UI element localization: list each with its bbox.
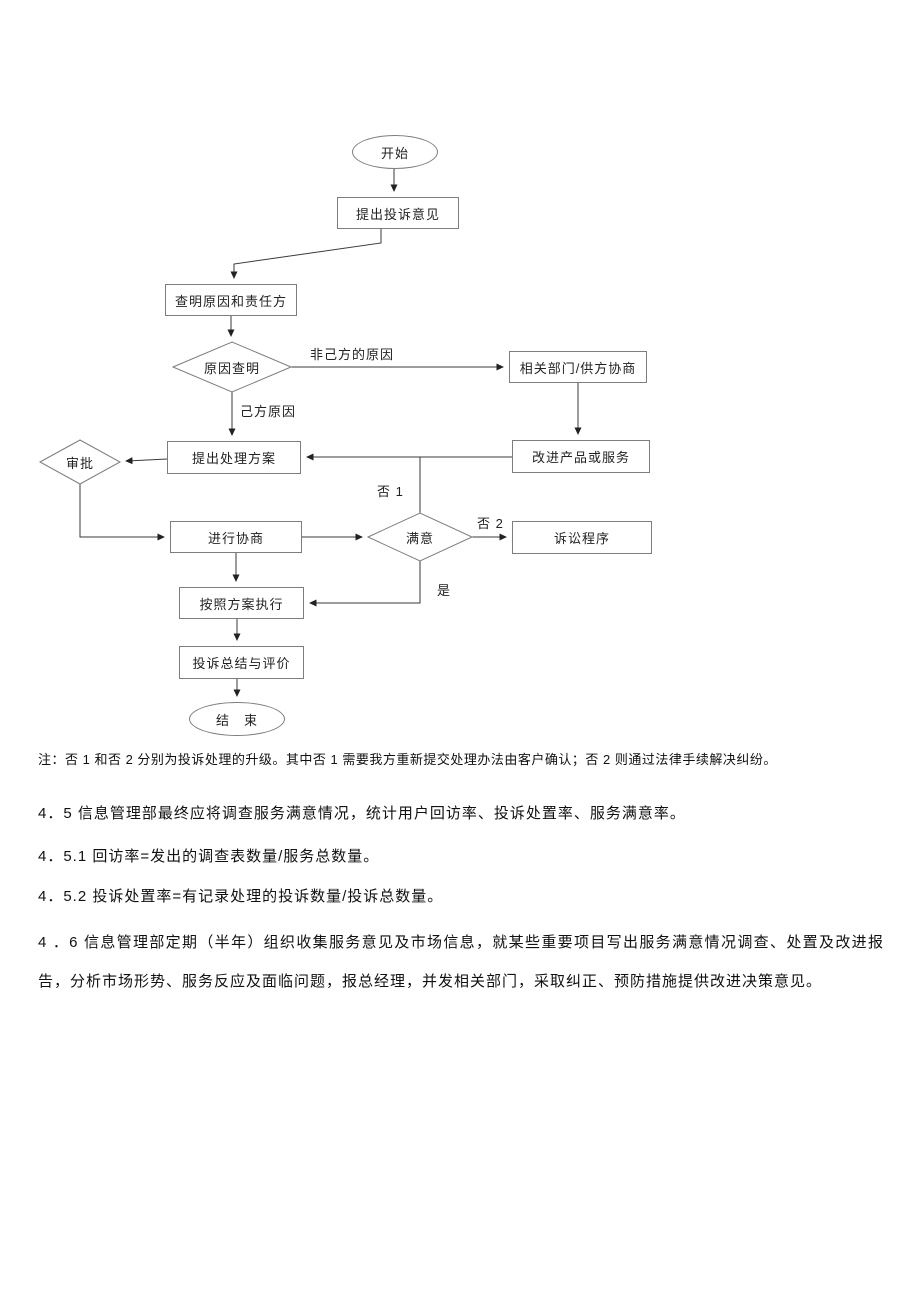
paragraph-4-5: 4．5 信息管理部最终应将调查服务满意情况，统计用户回访率、投诉处置率、服务满意…: [38, 805, 686, 822]
flow-node-improve-product-label: 改进产品或服务: [531, 450, 630, 465]
flow-node-propose-solution: 提出处理方案: [167, 441, 301, 474]
paragraph-4-6: 4 ．6 信息管理部定期（半年）组织收集服务意见及市场信息，就某些重要项目写出服…: [38, 934, 884, 990]
flow-node-propose-solution-label: 提出处理方案: [191, 451, 276, 466]
flow-node-submit-complaint-label: 提出投诉意见: [355, 206, 440, 222]
edge-label-not-own-cause: 非己方的原因: [310, 347, 395, 362]
decision-cause-check-shape: [171, 341, 293, 393]
decision-satisfied-shape: [366, 512, 474, 562]
flow-node-end: 结 束: [189, 702, 285, 736]
flow-node-execute-plan: 按照方案执行: [179, 587, 304, 619]
flow-node-execute-plan-label: 按照方案执行: [199, 596, 284, 612]
flow-node-approve: 审批: [42, 452, 118, 472]
flow-node-start-label: 开始: [380, 145, 409, 161]
edge-label-no2: 否 2: [477, 516, 504, 531]
flow-node-satisfied-label: 满意: [405, 530, 434, 546]
paragraph-4-5-1: 4．5.1 回访率=发出的调查表数量/服务总数量。: [38, 848, 380, 865]
flow-node-summary-evaluation: 投诉总结与评价: [179, 646, 304, 679]
flow-node-external-negotiation: 相关部门/供方协商: [509, 351, 647, 383]
flow-node-start: 开始: [352, 135, 438, 169]
flow-node-investigate-label: 查明原因和责任方: [174, 293, 287, 309]
flow-node-lawsuit: 诉讼程序: [512, 521, 652, 554]
flowchart-connectors: [38, 169, 582, 697]
flow-node-cause-check-label: 原因查明: [203, 360, 260, 376]
flowchart-footnote: 注：否 1 和否 2 分别为投诉处理的升级。其中否 1 需要我方重新提交处理办法…: [38, 752, 777, 767]
flow-node-negotiate-label: 进行协商: [207, 530, 264, 546]
flow-node-improve-product: 改进产品或服务: [512, 440, 650, 473]
flow-node-satisfied: 满意: [372, 527, 468, 547]
edge-label-own-cause: 己方原因: [240, 404, 297, 419]
edge-label-no1: 否 1: [377, 484, 404, 499]
flow-node-external-negotiation-label: 相关部门/供方协商: [519, 360, 637, 376]
flow-node-summary-evaluation-label: 投诉总结与评价: [192, 656, 291, 671]
flow-node-submit-complaint: 提出投诉意见: [337, 197, 459, 229]
flow-node-negotiate: 进行协商: [170, 521, 302, 553]
edge-label-yes: 是: [437, 583, 452, 598]
flow-node-lawsuit-label: 诉讼程序: [553, 531, 610, 546]
flow-node-approve-label: 审批: [65, 455, 94, 471]
flow-node-end-label: 结 束: [215, 712, 258, 728]
paragraph-4-5-2: 4．5.2 投诉处置率=有记录处理的投诉数量/投诉总数量。: [38, 888, 444, 905]
flow-node-cause-check: 原因查明: [174, 357, 290, 377]
flow-node-investigate: 查明原因和责任方: [165, 284, 297, 316]
decision-approve-shape: [38, 439, 122, 485]
